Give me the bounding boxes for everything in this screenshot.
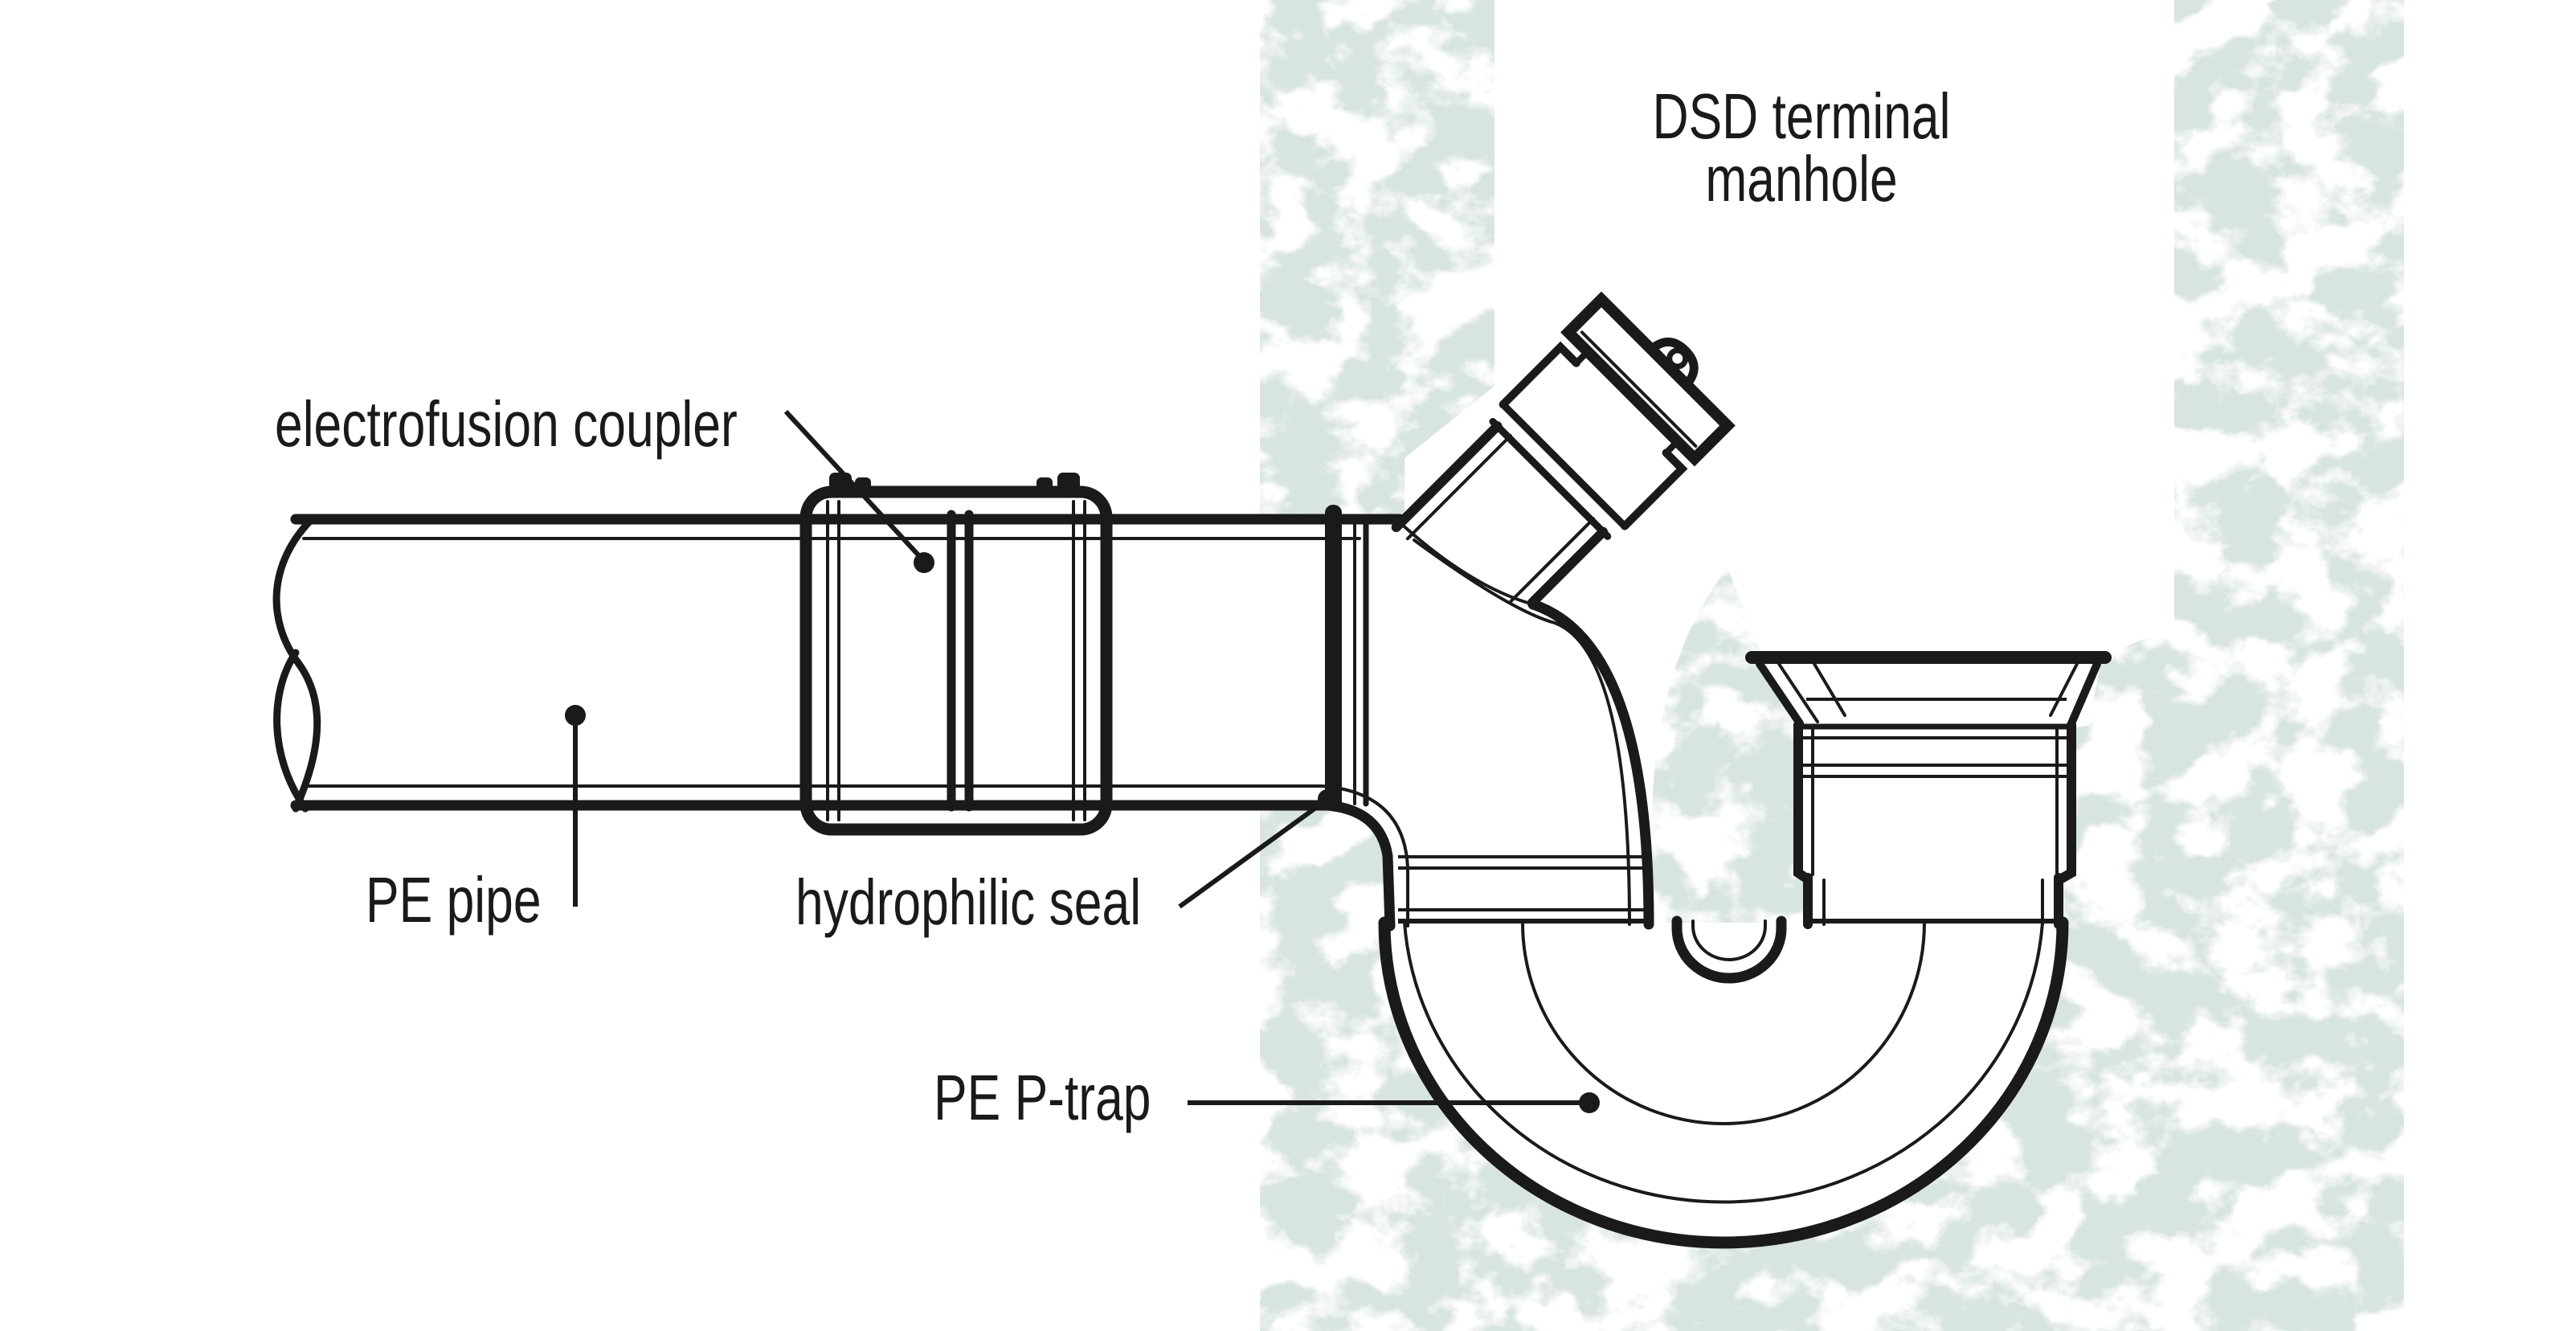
leader-trap-dot: [1579, 1092, 1600, 1113]
trap-body-fill: [1384, 923, 2063, 1243]
trap-outer-wall: [1378, 916, 2069, 1249]
cap-ring-lug: [1646, 338, 1699, 390]
funnel-socket-right-wall: [2055, 720, 2076, 884]
funnel-right-slant-inner: [2049, 662, 2079, 717]
branch-upper-outer: [1391, 421, 1503, 533]
hydrophilic-seal-band: [1325, 505, 1342, 810]
leader-coupler-dot: [914, 552, 934, 573]
leader-seal-dot: [1318, 789, 1337, 809]
inlet-arm-outer-line: [1527, 599, 1654, 930]
branch-ring-1: [1489, 418, 1612, 540]
branch-socket-lower: [1620, 448, 1688, 530]
manhole-fill-between-arms: [1652, 567, 1811, 924]
trap-inlet-junction: [1398, 521, 1654, 930]
pe-p-trap: [1378, 873, 2069, 1249]
label-dsd-terminal-manhole-line2: manhole: [1705, 144, 1897, 215]
label-electrofusion-coupler: electrofusion coupler: [275, 389, 738, 461]
coupler-body: [799, 485, 1113, 836]
branch-lower-outer: [1527, 526, 1609, 608]
electrofusion-coupler: [799, 473, 1113, 836]
leader-seal: [1178, 798, 1327, 909]
labels: electrofusion coupler PE pipe hydrophili…: [275, 81, 1950, 1134]
trap-outlet-arm-fill: [1805, 874, 2059, 926]
branch-socket-upper: [1499, 341, 1580, 409]
manhole-right-wall: [2174, 0, 2404, 643]
branch-upper-inner: [1405, 434, 1512, 541]
leader-lines: [565, 409, 1600, 1113]
coupler-terminal-right-pin-icon: [1037, 477, 1053, 493]
trap-slot-outer: [1671, 915, 1787, 984]
label-pe-p-trap: PE P-trap: [934, 1063, 1151, 1134]
funnel-socket-left-wall: [1793, 720, 1813, 884]
funnel-socket-fill: [1794, 725, 2073, 878]
label-pe-pipe: PE pipe: [366, 865, 542, 936]
funnel-inlet: [1745, 651, 2112, 884]
pipe-break-squiggle-2: [273, 649, 309, 813]
label-dsd-terminal-manhole-line1: DSD terminal: [1653, 81, 1951, 153]
branch-lower-inner: [1509, 517, 1596, 603]
pipework-fills: [296, 299, 2103, 1243]
branch-throat-thin: [1398, 521, 1535, 606]
pipe-fill: [296, 516, 1408, 809]
manhole-left-wall: [1260, 0, 1494, 522]
coupler-terminal-right-icon: [1057, 473, 1080, 493]
trap-bore-line: [1521, 921, 1926, 1125]
cap-ring-hole-icon: [1666, 347, 1689, 370]
funnel-left-slant-inner-1: [1777, 662, 1819, 723]
funnel-right-slant: [2067, 660, 2101, 727]
access-cap-inner-line: [1580, 330, 1698, 448]
rodding-branch: [1391, 291, 1736, 608]
wall-penetration: [1325, 505, 1369, 810]
label-hydrophilic-seal: hydrophilic seal: [795, 867, 1141, 939]
leader-pipe-dot: [565, 705, 586, 726]
funnel-left-slant-inner-2: [1813, 662, 1846, 717]
access-cap: [1560, 291, 1736, 467]
funnel-left-slant: [1756, 660, 1804, 727]
trap-slot-inner: [1691, 919, 1767, 961]
leader-coupler: [783, 409, 925, 562]
branch-ring-2: [1500, 402, 1628, 529]
pipe-break-squiggle-1: [272, 517, 321, 813]
trap-inner-wall: [1403, 921, 2044, 1204]
